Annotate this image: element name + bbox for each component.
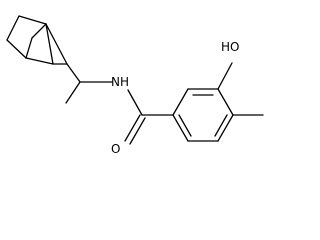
ring-bond-1 — [172, 88, 189, 116]
bond-inner-carbon-to-upper-bridgehead — [45, 23, 54, 65]
amide-nitrogen-label: NH — [111, 75, 129, 89]
molecule-structure-diagram: HO NH O — [6, 15, 264, 156]
bond-cage-to-chiral-carbon — [66, 63, 81, 83]
bond-ring-to-hydroxyl — [217, 62, 233, 90]
ring-bond-4 — [217, 114, 234, 142]
bond-bridge-to-left-carbon — [6, 15, 20, 41]
atom-labels: HO NH O — [111, 40, 239, 156]
carbonyl-oxygen-label: O — [111, 142, 120, 156]
bond-methylene-bridge-to-lower-bridgehead — [25, 37, 33, 59]
bond-carbonyl-double-a — [124, 114, 141, 142]
hydroxyl-label: HO — [221, 40, 239, 54]
bond-upper-bridgehead-to-attachment — [45, 23, 68, 65]
bond-skeleton — [6, 15, 264, 145]
bond-bridgehead-upper-bridge — [18, 15, 47, 25]
bond-upper-bridgehead-to-methylene-bridge — [31, 23, 47, 39]
ring-bond-3 — [217, 88, 234, 116]
bond-carbonyl-double-b — [129, 117, 146, 145]
bond-nitrogen-to-carbonyl-carbon — [127, 89, 143, 116]
bond-left-carbon-to-lower-bridgehead — [6, 39, 27, 59]
ring-bond-6 — [172, 114, 189, 142]
ring-inner-double-3 — [178, 114, 192, 137]
bond-chiral-carbon-to-methyl — [65, 81, 81, 104]
bond-lower-bridgehead-to-inner-carbon — [25, 57, 54, 65]
ring-inner-double-2 — [214, 114, 228, 137]
